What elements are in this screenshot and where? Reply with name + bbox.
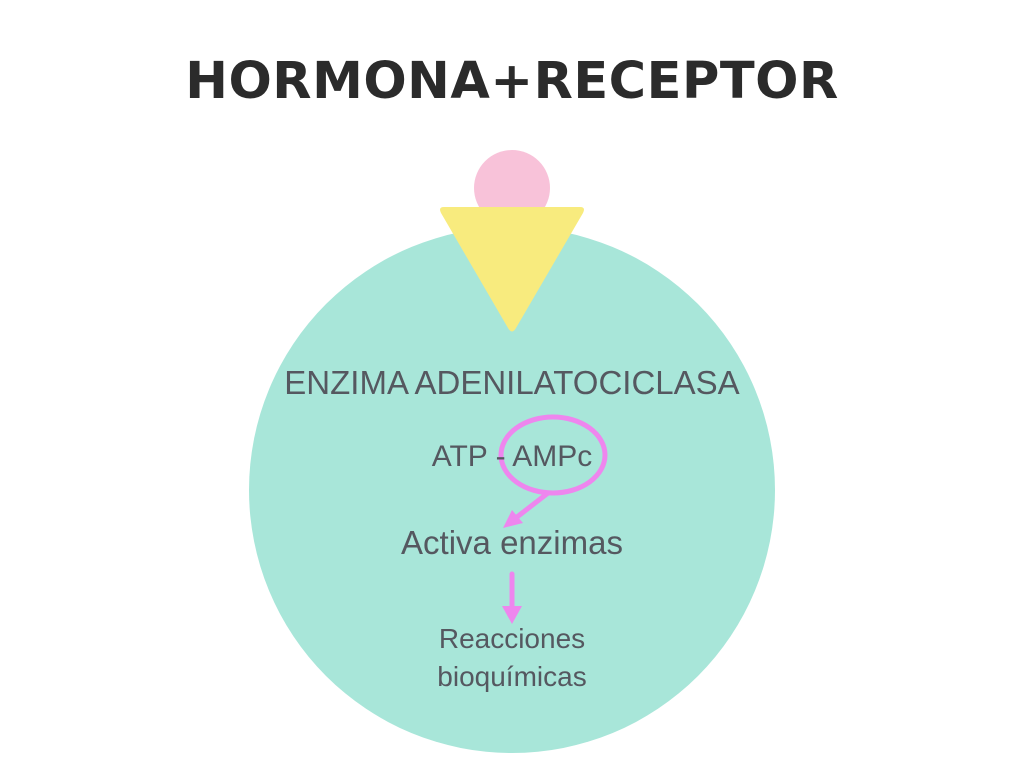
ampc-highlight-ring: [498, 414, 608, 496]
activa-to-reacciones-arrowhead: [502, 606, 522, 624]
receptor-triangle: [440, 207, 584, 332]
reacciones-label: Reacciones bioquímicas: [0, 620, 1024, 696]
cell-circle: [249, 227, 775, 753]
activa-enzimas-label: Activa enzimas: [401, 524, 623, 561]
atp-ampc-label: ATP - AMPc: [431, 440, 593, 473]
ampc-to-activa-arrowhead: [503, 510, 523, 528]
ampc-to-activa-arrow: [514, 490, 551, 520]
enzyme-label: ENZIMA ADENILATOCICLASA: [284, 364, 740, 401]
page-title: HORMONA+RECEPTOR: [185, 52, 839, 111]
reacciones-line-2: bioquímicas: [437, 661, 587, 692]
reacciones-line-1: Reacciones: [438, 623, 586, 654]
